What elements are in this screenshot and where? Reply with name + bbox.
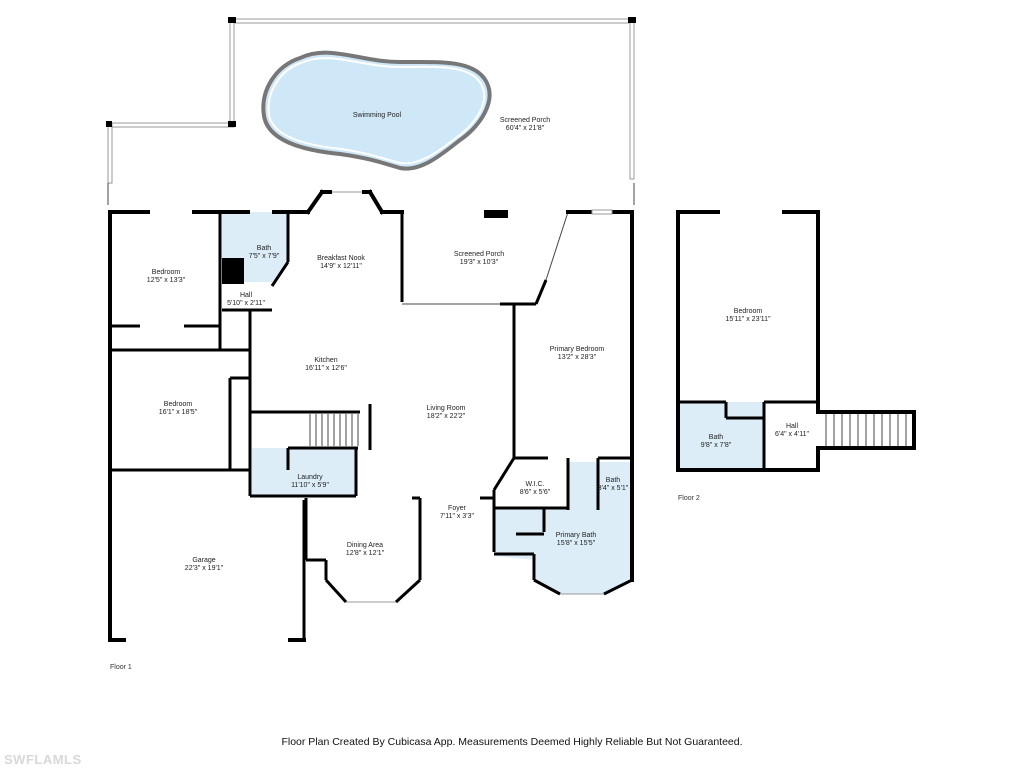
bedroom-nw-name: Bedroom xyxy=(152,269,181,276)
wic-name: W.I.C. xyxy=(525,481,544,488)
dining-area-name: Dining Area xyxy=(347,542,383,549)
floor1-walls xyxy=(108,189,634,642)
screened-porch-top-name: Screened Porch xyxy=(500,117,550,124)
wic-dims: 8'6" x 5'6" xyxy=(520,489,551,496)
breakfast-nook-name: Breakfast Nook xyxy=(317,255,365,262)
primary-bath-name: Primary Bath xyxy=(556,532,597,539)
bedroom-w-name: Bedroom xyxy=(164,401,193,408)
screened-porch-top-dims: 60'4" x 21'8" xyxy=(506,125,545,132)
swimming-pool-name: Swimming Pool xyxy=(353,112,402,119)
room-labels: Swimming Pool Screened Porch 60'4" x 21'… xyxy=(110,112,810,671)
garage-dims: 22'3" x 19'1" xyxy=(185,565,224,572)
bath-up-name: Bath xyxy=(709,434,724,441)
screened-porch-outline xyxy=(106,17,636,205)
bedroom-up-name: Bedroom xyxy=(734,308,763,315)
hall-top-dims: 5'10" x 2'11" xyxy=(227,300,265,307)
foyer-dims: 7'11" x 3'3" xyxy=(440,513,474,520)
watermark: SWFLAMLS xyxy=(4,752,82,767)
kitchen-name: Kitchen xyxy=(314,357,337,364)
screened-porch-mid-dims: 19'3" x 10'3" xyxy=(460,259,499,266)
garage-name: Garage xyxy=(192,557,215,564)
bedroom-up-dims: 15'11" x 23'11" xyxy=(725,316,771,323)
foyer-name: Foyer xyxy=(448,505,467,512)
bath-up-dims: 9'8" x 7'8" xyxy=(701,442,732,449)
hall-up-name: Hall xyxy=(786,423,799,430)
floor1-label: Floor 1 xyxy=(110,664,132,671)
bedroom-nw-dims: 12'5" x 13'3" xyxy=(147,277,186,284)
living-room-dims: 18'2" x 22'2" xyxy=(427,413,466,420)
laundry-name: Laundry xyxy=(297,474,323,481)
dining-area-dims: 12'8" x 12'1" xyxy=(346,550,385,557)
floor2-walls xyxy=(676,210,916,472)
breakfast-nook-dims: 14'9" x 12'11" xyxy=(320,263,362,270)
laundry-dims: 11'10" x 5'9" xyxy=(291,482,329,489)
primary-bedroom-name: Primary Bedroom xyxy=(550,346,605,353)
living-room-name: Living Room xyxy=(427,405,466,412)
floor2-label: Floor 2 xyxy=(678,495,700,502)
bath-small-dims: 3'4" x 5'1" xyxy=(598,485,629,492)
swimming-pool-shape xyxy=(261,50,492,171)
screened-porch-mid-name: Screened Porch xyxy=(454,251,504,258)
bedroom-w-dims: 16'1" x 18'5" xyxy=(159,409,198,416)
hall-top-name: Hall xyxy=(240,292,253,299)
primary-bath-dims: 15'8" x 15'5" xyxy=(557,540,596,547)
bath-small-name: Bath xyxy=(606,477,621,484)
bath-top-dims: 7'5" x 7'9" xyxy=(249,253,280,260)
bath-top-name: Bath xyxy=(257,245,272,252)
primary-bedroom-dims: 13'2" x 28'3" xyxy=(558,354,597,361)
footer-note: Floor Plan Created By Cubicasa App. Meas… xyxy=(281,736,743,748)
kitchen-dims: 16'11" x 12'6" xyxy=(305,365,347,372)
hall-up-dims: 6'4" x 4'11" xyxy=(775,431,809,438)
